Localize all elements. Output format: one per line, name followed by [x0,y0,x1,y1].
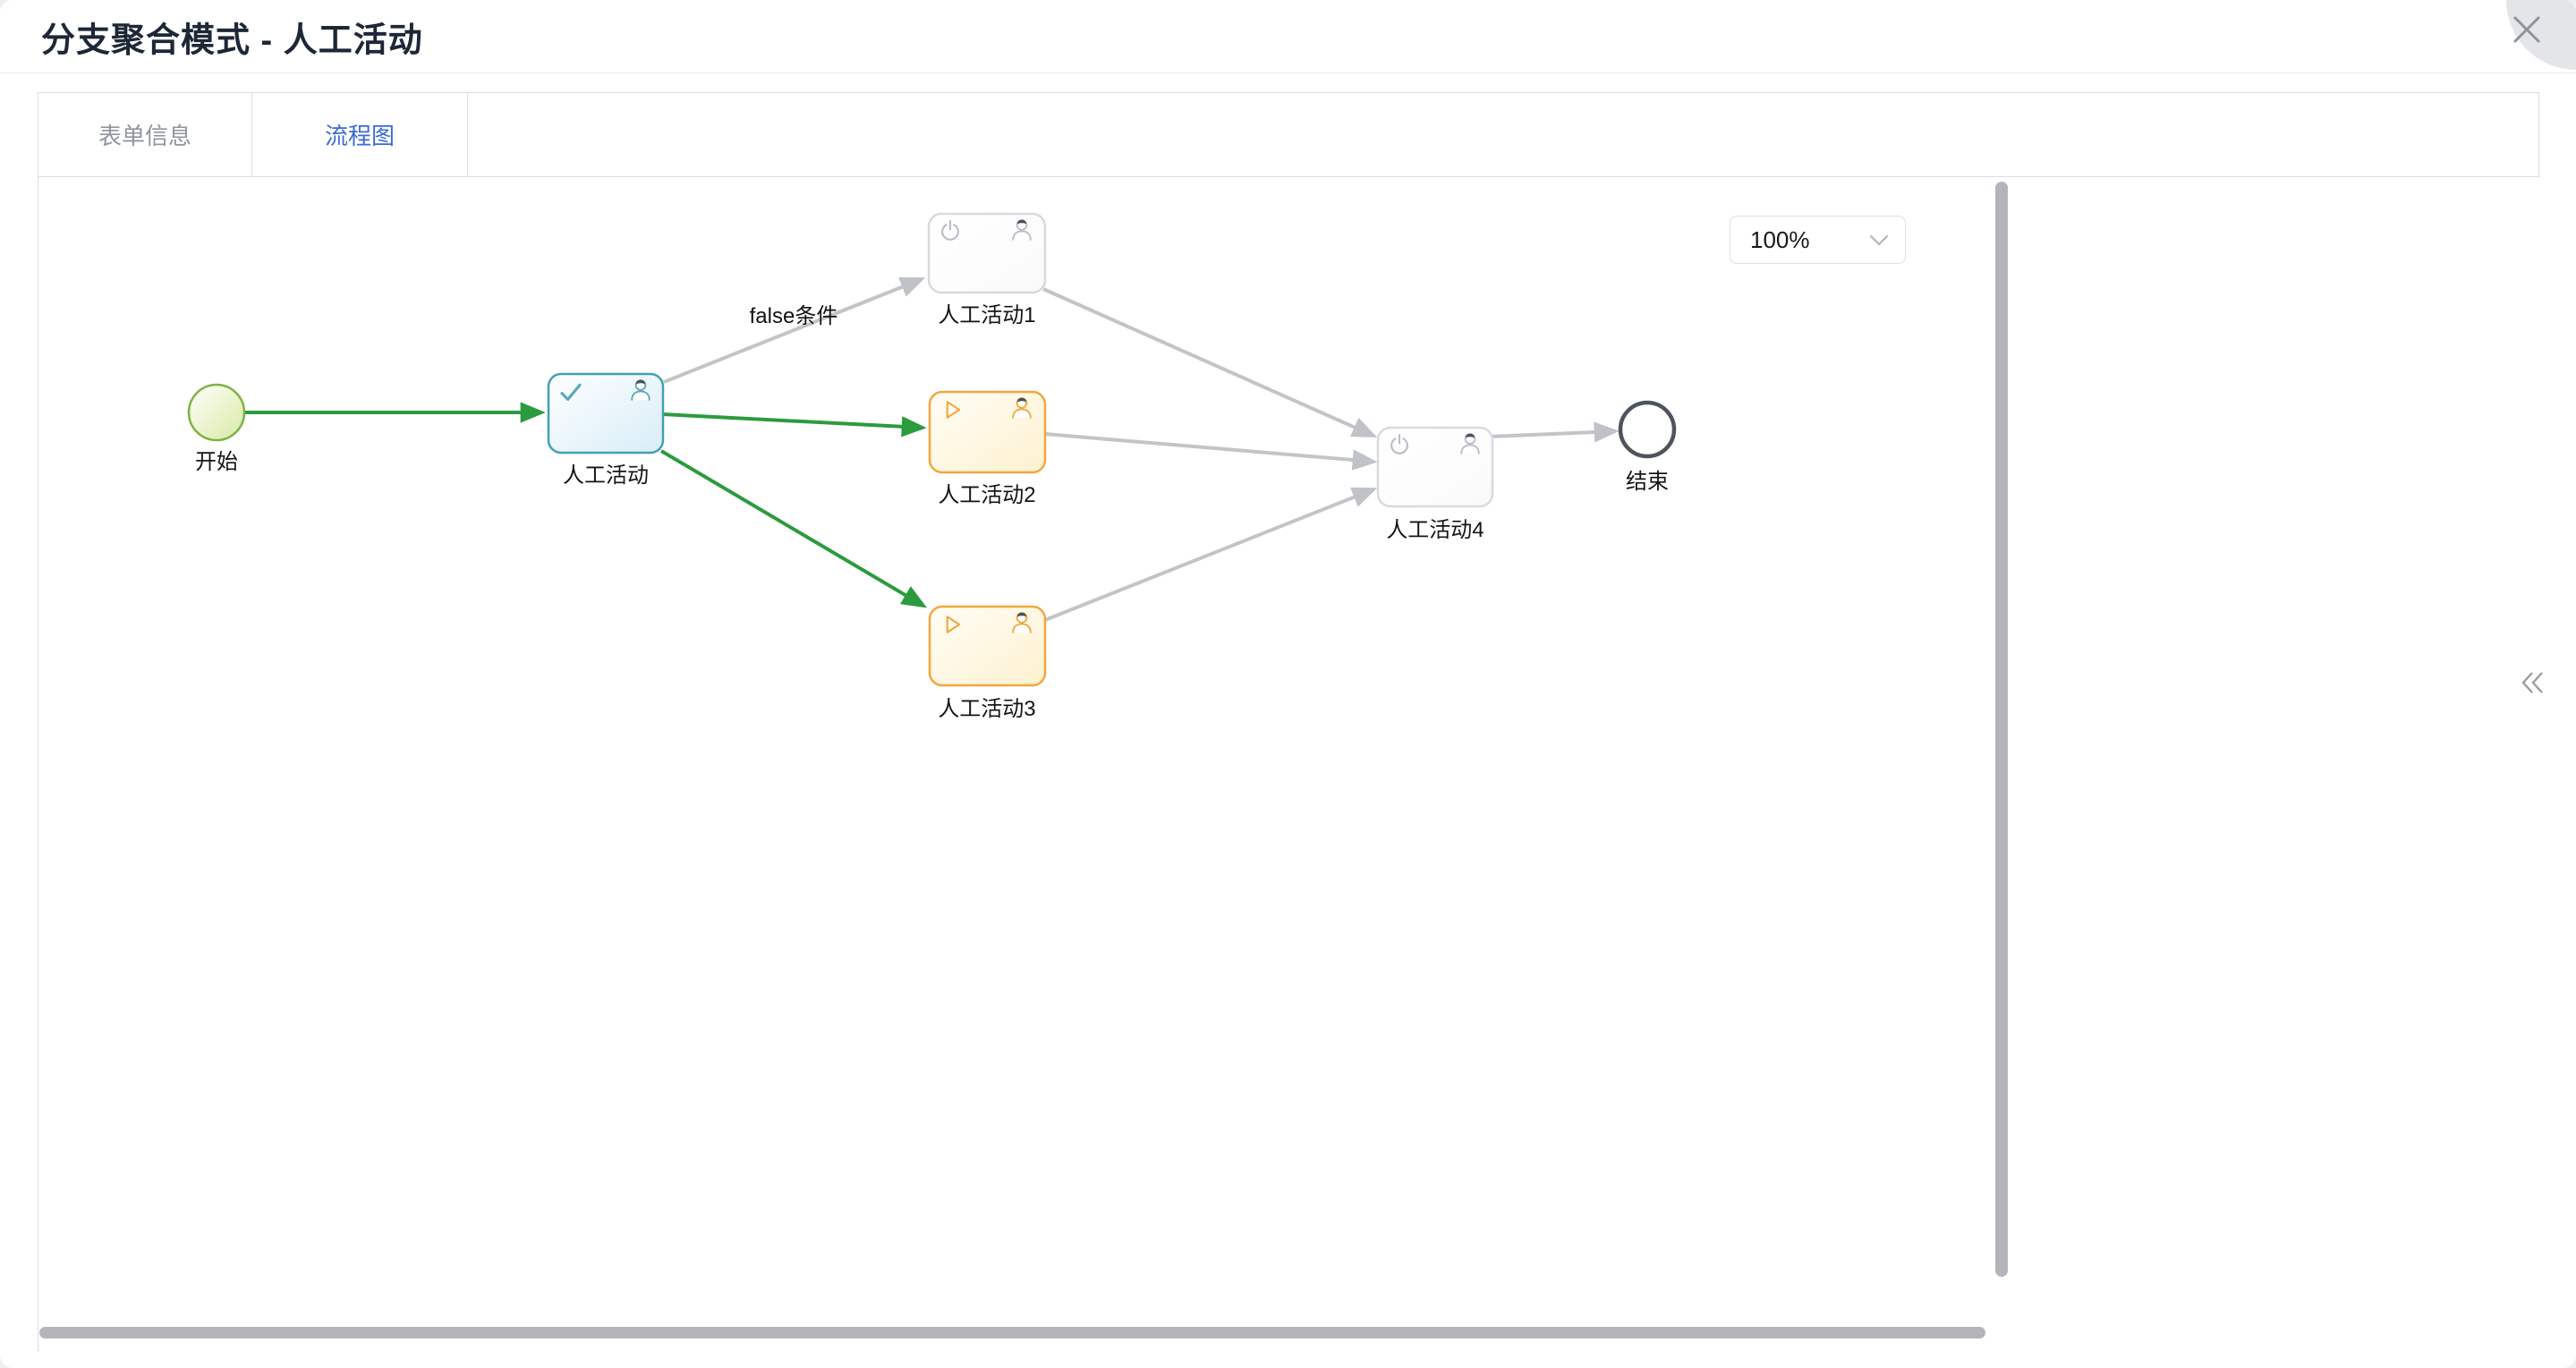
tab-flow-diagram[interactable]: 流程图 [252,93,468,176]
tab-form-info[interactable]: 表单信息 [38,93,252,176]
zoom-level-value: 100% [1750,225,1810,253]
collapse-panel-toggle[interactable] [2519,669,2549,696]
node-task-main[interactable]: 人工活动 [547,372,665,488]
close-icon [2513,16,2540,43]
node-task4[interactable]: 人工活动4 [1376,426,1494,542]
edges: false条件 [244,276,1620,622]
svg-text:人工活动3: 人工活动3 [938,697,1035,721]
node-task2[interactable]: 人工活动2 [928,390,1047,507]
tab-bar: 表单信息 流程图 [38,93,2538,177]
diagram-canvas[interactable]: false条件 开始 人工活动 [39,178,2539,1351]
tab-panel: 表单信息 流程图 [38,92,2539,1351]
edge-main-to-task2 [662,412,927,438]
page-title: 分支聚合模式 - 人工活动 [41,21,423,59]
node-end[interactable]: 结束 [1618,400,1677,494]
svg-text:开始: 开始 [195,450,238,474]
vertical-scrollbar-thumb[interactable] [1995,182,2008,1277]
edge-main-to-task1 [663,276,926,384]
title-bar: 分支聚合模式 - 人工活动 [0,0,2576,73]
node-start[interactable]: 开始 [187,383,246,474]
svg-text:结束: 结束 [1626,470,1669,494]
edge-task4-to-end [1489,421,1620,443]
zoom-level-select[interactable]: 100% [1730,216,1906,264]
svg-text:人工活动4: 人工活动4 [1386,518,1484,542]
edge-main-to-task3 [659,449,928,608]
svg-text:人工活动2: 人工活动2 [938,483,1035,507]
svg-text:人工活动1: 人工活动1 [938,303,1035,327]
edge-task2-to-task4 [1044,432,1378,471]
node-task3[interactable]: 人工活动3 [928,605,1047,721]
chevron-down-icon [1869,234,1889,245]
edge-task1-to-task4 [1042,287,1378,438]
svg-text:人工活动: 人工活动 [563,463,649,488]
edge-task3-to-task4 [1044,487,1378,622]
node-task1[interactable]: 人工活动1 [927,212,1047,327]
flow-diagram: false条件 开始 人工活动 [187,212,1677,721]
edge-condition-label: false条件 [750,304,838,328]
horizontal-scrollbar-thumb[interactable] [39,1327,1985,1338]
